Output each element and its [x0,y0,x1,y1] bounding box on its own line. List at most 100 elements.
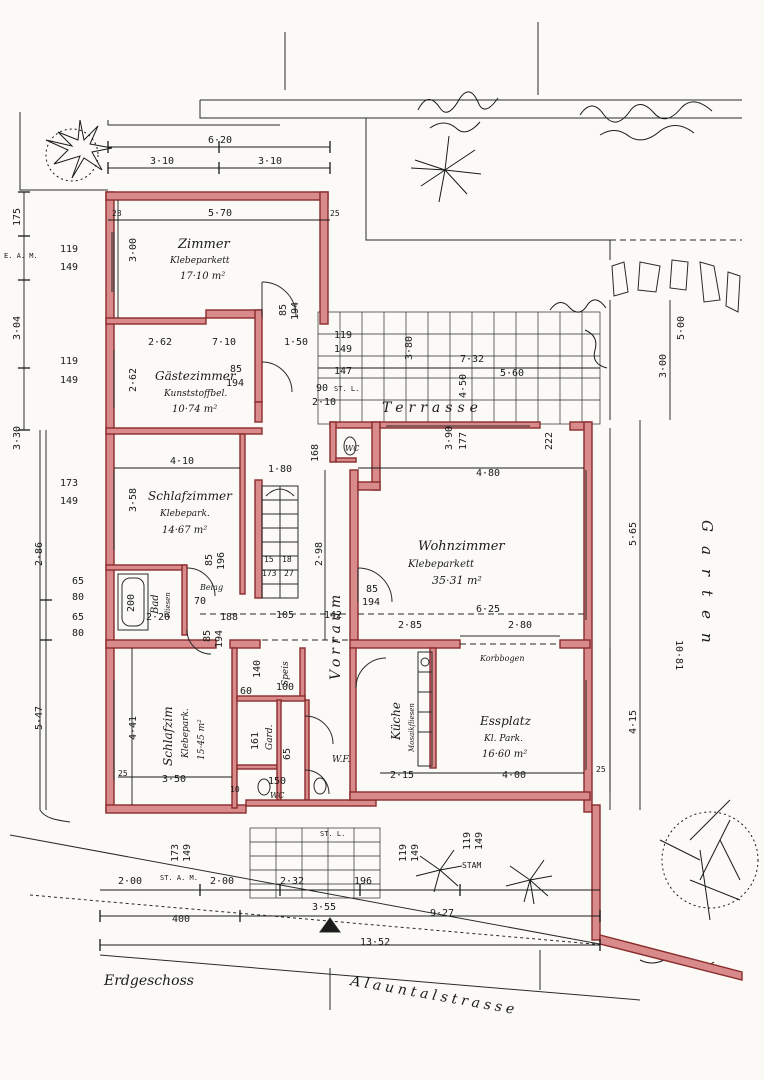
e-a-m-label: E. A. M. [4,252,38,260]
dim-k-100: 100 [276,682,294,693]
dim-left-547: 5·47 [34,706,45,730]
shrub-sketches [45,91,759,968]
room-vorraum-name: Vorraum [328,591,344,680]
room-schlafzimmer-name: Schlafzimmer [148,489,233,503]
dim-mid-210: 2·10 [312,397,336,408]
dim-s-410: 4·10 [170,456,194,467]
dim-w-625: 6·25 [476,604,500,615]
dim-t-222: 222 [544,432,555,450]
dim-left-149a: 149 [60,262,78,273]
dim-stair-15: 15 [264,555,274,564]
dim-r-500: 5·00 [676,316,687,340]
dim-v-298: 2·98 [314,542,325,566]
dim-b-200: 200 [126,594,137,612]
dim-w-280: 2·80 [508,620,532,631]
room-gastezimmer-area: 10·74 m² [172,404,217,415]
dim-wall-25a: 25 [330,209,340,218]
dim-t-732: 7·32 [460,354,484,365]
garden-label: Garten [698,520,716,657]
dim-stair-27: 27 [284,569,294,578]
room-wohnzimmer-floor: Klebeparkett [407,559,475,570]
dim-s-85: 85 [204,554,215,566]
dim-bot-119a: 119 [398,844,409,862]
dim-bot-119c: 119 [462,832,473,850]
room-wohnzimmer-area: 35·31 m² [432,574,482,587]
room-schlafzim-area: 15·45 m² [197,719,207,760]
dim-e-415: 4·15 [628,710,639,734]
dim-r-300: 3·00 [658,354,669,378]
room-bad-floor: Fliesen [164,592,172,619]
room-zimmer-area: 17·10 m² [180,271,225,282]
room-kuche-name: Küche [389,702,403,741]
dim-b-194: 194 [214,630,225,648]
dim-wall-25b: 25 [118,769,128,778]
dim-wall-25c: 25 [596,765,606,774]
site-outline [9,22,742,1010]
dim-w-85: 85 [366,584,378,595]
dim-door-194b: 194 [226,378,244,389]
dim-k-65: 65 [282,748,293,760]
dim-g-262: 2·62 [148,337,172,348]
dim-stair-18: 18 [282,555,292,564]
dim-left-330: 3·30 [12,426,23,450]
dim-t-390: 3·90 [444,426,455,450]
dim-w-285: 2·85 [398,620,422,631]
dim-left-149c: 149 [60,496,78,507]
street-label: Alauntalstrasse [347,973,519,1019]
room-schlafzim-floor: Klebepark. [181,708,191,759]
dim-bot-355: 3·55 [312,902,336,913]
dim-t-380: 3·80 [404,336,415,360]
dim-left-175: 175 [12,208,23,226]
room-wc1-name: WC [345,444,359,453]
dim-left-286: 2·86 [34,542,45,566]
room-gard-name: Gard. [265,724,275,750]
stam-label: STAM [462,861,481,870]
dim-left-119b: 119 [60,356,78,367]
dim-bot-173: 173 [170,844,181,862]
room-kuche-floor: Mosaikfliesen [408,703,416,753]
walls [105,191,743,981]
dim-mid-119: 119 [334,330,352,341]
dim-k-140: 140 [252,660,263,678]
dim-t-560: 5·60 [500,368,524,379]
room-zimmer-name: Zimmer [177,237,231,252]
dim-g-150: 1·50 [284,337,308,348]
terrace-label: Terrasse [382,400,483,416]
st-l-label-1: ST. L. [334,385,359,393]
dim-mid-147: 147 [334,366,352,377]
dim-door-194a: 194 [290,302,301,320]
dim-bot-149c: 149 [474,832,485,850]
dim-bot-400: 400 [172,914,190,925]
dim-k-161: 161 [250,732,261,750]
room-wc2-name: WC [270,791,284,800]
room-schlafzim-name: Schlafzim [161,706,175,766]
st-a-m-label: ST. A. M. [160,874,198,882]
dim-bot-232: 2·32 [280,876,304,887]
room-essplatz-floor: Kl. Park. [483,734,523,744]
dim-mid-149: 149 [334,344,352,355]
dim-left-304: 3·04 [12,316,23,340]
dim-bot-149: 149 [182,844,193,862]
dim-b-220: 2·20 [146,612,170,623]
dim-left-80b: 80 [72,628,84,639]
dim-e-400: 4·00 [502,770,526,781]
dim-left-65a: 65 [72,576,84,587]
dim-b-188: 188 [220,612,238,623]
dim-bot-149b: 149 [410,844,421,862]
dim-s-180: 1·80 [268,464,292,475]
dim-s-196: 196 [216,552,227,570]
interior-details [111,232,587,933]
dim-left-149b: 149 [60,375,78,386]
dim-w-565: 5·65 [628,522,639,546]
dim-bot-1352: 13·52 [360,937,390,948]
room-essplatz-name: Essplatz [479,714,532,728]
dim-mid-90: 90 [316,383,328,394]
dim-bot-200a: 2·00 [118,876,142,887]
dim-t-177: 177 [458,432,469,450]
belag-label: Belag [199,583,223,592]
dim-left-65b: 65 [72,612,84,623]
room-gastezimmer-floor: Kunststoffbel. [163,389,227,399]
st-l-label-2: ST. L. [320,830,345,838]
dimension-labels: 6·20 3·10 3·10 5·70 3·00 175 3·04 119 14… [12,135,687,948]
